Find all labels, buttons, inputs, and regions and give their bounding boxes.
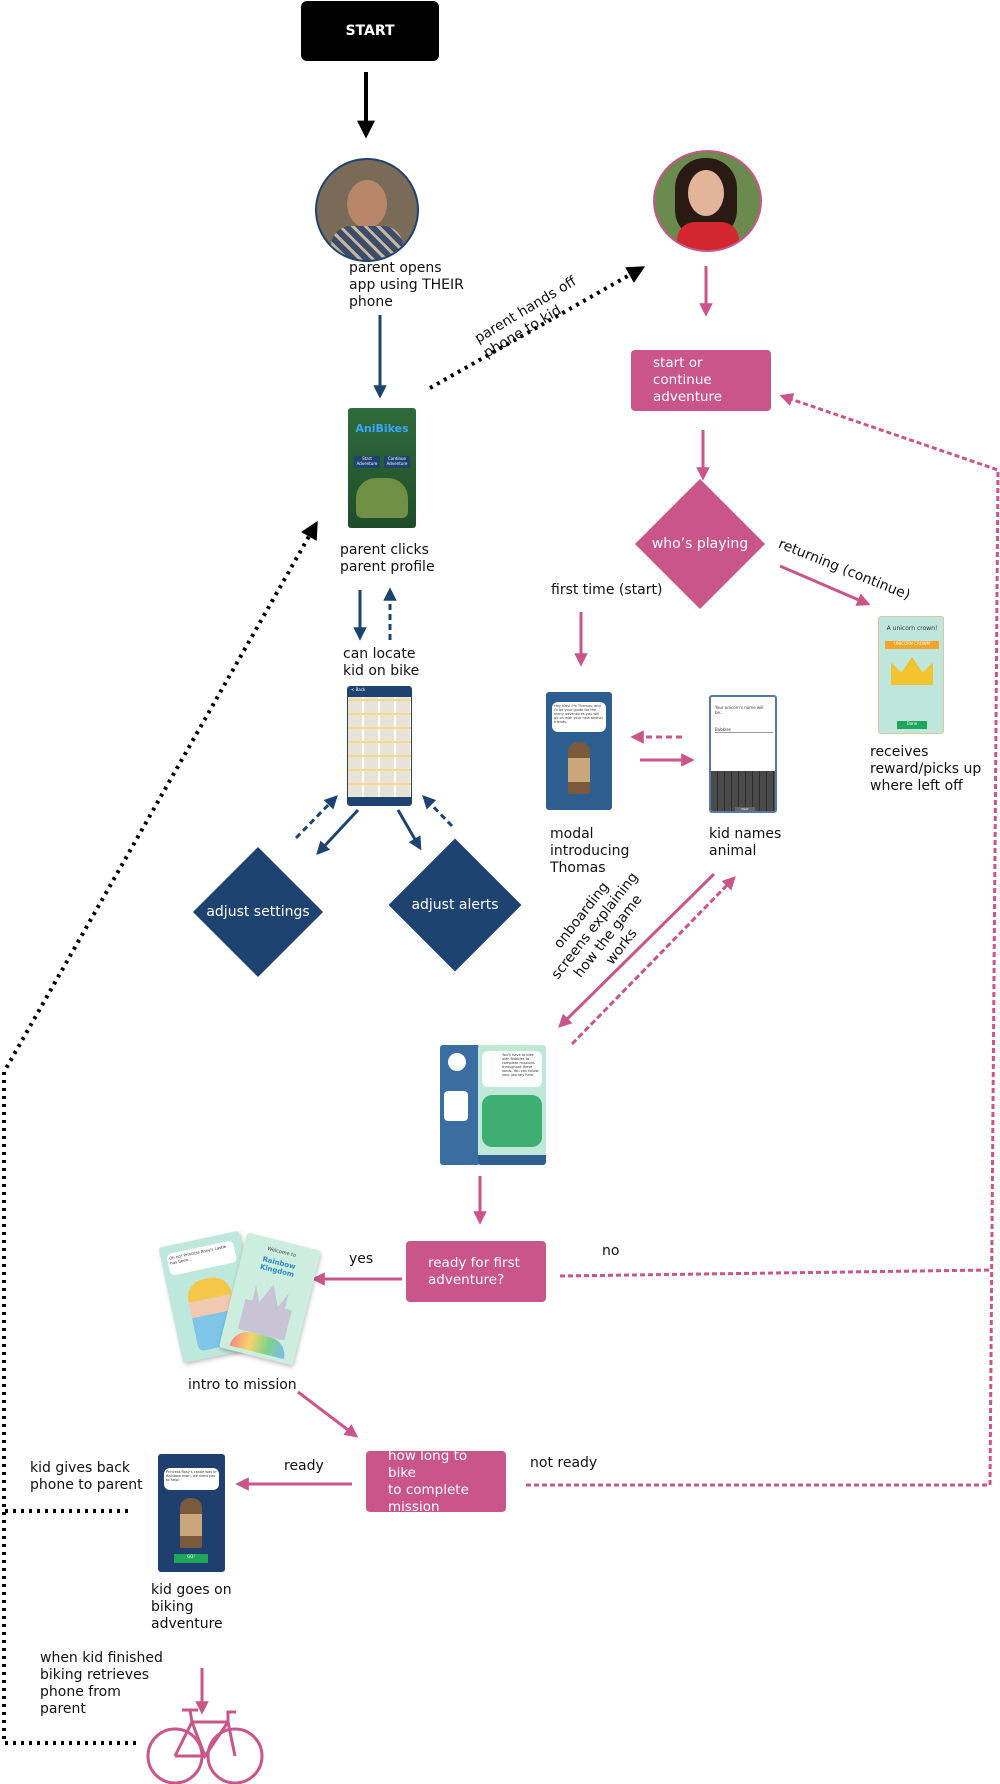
app-continue-button: Continue Adventure — [384, 456, 410, 468]
not-ready-label: not ready — [530, 1455, 598, 1471]
map-roads — [348, 697, 411, 797]
reward-banner: UNICORN CROWN — [885, 641, 939, 649]
how-long-box: how long to bike to complete mission — [366, 1448, 506, 1515]
mission-card-back-text: Oh no! Princess Rosy's castle has been..… — [166, 1240, 238, 1276]
kid-goes-label: kid goes on biking adventure — [151, 1582, 232, 1632]
reward-screen: A unicorn crown! UNICORN CROWN Done — [878, 616, 944, 734]
kid-names-label: kid names animal — [709, 826, 782, 859]
path-kid-returns-phone — [2, 520, 318, 1513]
start-node: START — [301, 1, 439, 61]
onboarding-map — [482, 1095, 542, 1147]
kid-avatar-face — [688, 170, 724, 216]
receives-reward-label: receives reward/picks up where left off — [870, 744, 982, 794]
parent-opens-label: parent opens app using THEIR phone — [349, 260, 464, 310]
keyboard — [711, 771, 775, 811]
arrow-map-to-settings — [316, 808, 360, 855]
app-home-screen: AniBikes Start Adventure Continue Advent… — [348, 408, 416, 528]
map-screen: < Back — [347, 686, 412, 806]
kid-avatar-shirt — [677, 222, 739, 250]
can-locate-label: can locate kid on bike — [343, 646, 420, 679]
parent-avatar — [315, 158, 419, 262]
kid-names-screen: Your unicorn's name will be... Bubbles N… — [709, 695, 777, 813]
app-logo: AniBikes — [355, 422, 409, 435]
mission-go-button: GO! — [174, 1554, 208, 1563]
map-header: < Back — [348, 687, 411, 697]
crown-icon — [891, 657, 933, 685]
modal-thomas-screen: Hey kids! I'm Thomas, and I'll be your g… — [546, 692, 612, 810]
parent-avatar-face — [347, 180, 387, 228]
kid-avatar — [653, 150, 762, 252]
reward-title: A unicorn crown! — [886, 625, 938, 632]
thomas-character — [568, 742, 590, 794]
arrow-onboarding-to-kidnames — [570, 876, 736, 1046]
arrow-mission-to-howlong — [297, 1390, 359, 1438]
arrow-alerts-to-map — [422, 795, 454, 828]
arrow-map-to-alerts — [396, 809, 422, 851]
arrow-settings-to-map — [294, 795, 338, 840]
intro-mission-label: intro to mission — [188, 1377, 297, 1393]
arrow-whos-to-reward — [779, 564, 871, 606]
adjust-alerts-diamond — [388, 838, 522, 972]
start-or-continue-box: start or continue adventure — [631, 350, 771, 411]
keyboard-next: Next — [735, 807, 755, 811]
adjust-settings-label: adjust settings — [206, 904, 310, 920]
ready-label: ready — [284, 1458, 324, 1474]
onboarding-speech-bubble: You'll have to bike with Bubbles to comp… — [482, 1051, 542, 1087]
app-animal-art — [356, 478, 408, 518]
no-label: no — [602, 1243, 620, 1259]
arrow-handoff-to-kid — [429, 266, 646, 390]
yes-label: yes — [349, 1251, 374, 1267]
adjust-alerts-label: adjust alerts — [411, 897, 499, 913]
name-prompt: Your unicorn's name will be... — [715, 705, 764, 715]
bicycle-icon — [146, 1708, 264, 1784]
mission-thomas — [180, 1498, 202, 1548]
whos-playing-label: who’s playing — [651, 536, 749, 552]
map-footer — [348, 797, 411, 805]
whos-playing-diamond — [634, 478, 766, 610]
parent-avatar-shirt — [331, 226, 403, 260]
onboarding-navbar — [478, 1155, 546, 1165]
onboarding-back-thomas — [444, 1091, 468, 1121]
mission-speech-bubble: Princess Rosy's castle was in Rainbow to… — [164, 1468, 219, 1490]
arrow-kidnames-to-onboarding — [558, 872, 716, 1028]
path-no-loop — [559, 1268, 991, 1278]
ready-first-box: ready for first adventure? — [406, 1241, 546, 1302]
path-not-ready-loop — [526, 393, 1000, 1487]
mission-screen: Princess Rosy's castle was in Rainbow to… — [158, 1454, 225, 1572]
first-time-label: first time (start) — [551, 582, 663, 598]
onboarding-back-avatar — [448, 1053, 466, 1071]
thomas-speech-bubble: Hey kids! I'm Thomas, and I'll be your g… — [552, 702, 606, 732]
adjust-settings-diamond — [192, 846, 324, 978]
onboarding-screen-front: You'll have to bike with Bubbles to comp… — [478, 1045, 546, 1165]
kid-gives-back-label: kid gives back phone to parent — [30, 1460, 143, 1493]
parent-clicks-label: parent clicks parent profile — [340, 542, 435, 575]
app-start-button: Start Adventure — [354, 456, 380, 468]
onboarding-screen-back — [440, 1045, 480, 1165]
when-finished-label: when kid finished biking retrieves phone… — [40, 1650, 163, 1717]
modal-thomas-label: modal introducing Thomas — [550, 826, 630, 876]
reward-done-button: Done — [897, 721, 927, 729]
name-input: Bubbles — [715, 727, 773, 733]
